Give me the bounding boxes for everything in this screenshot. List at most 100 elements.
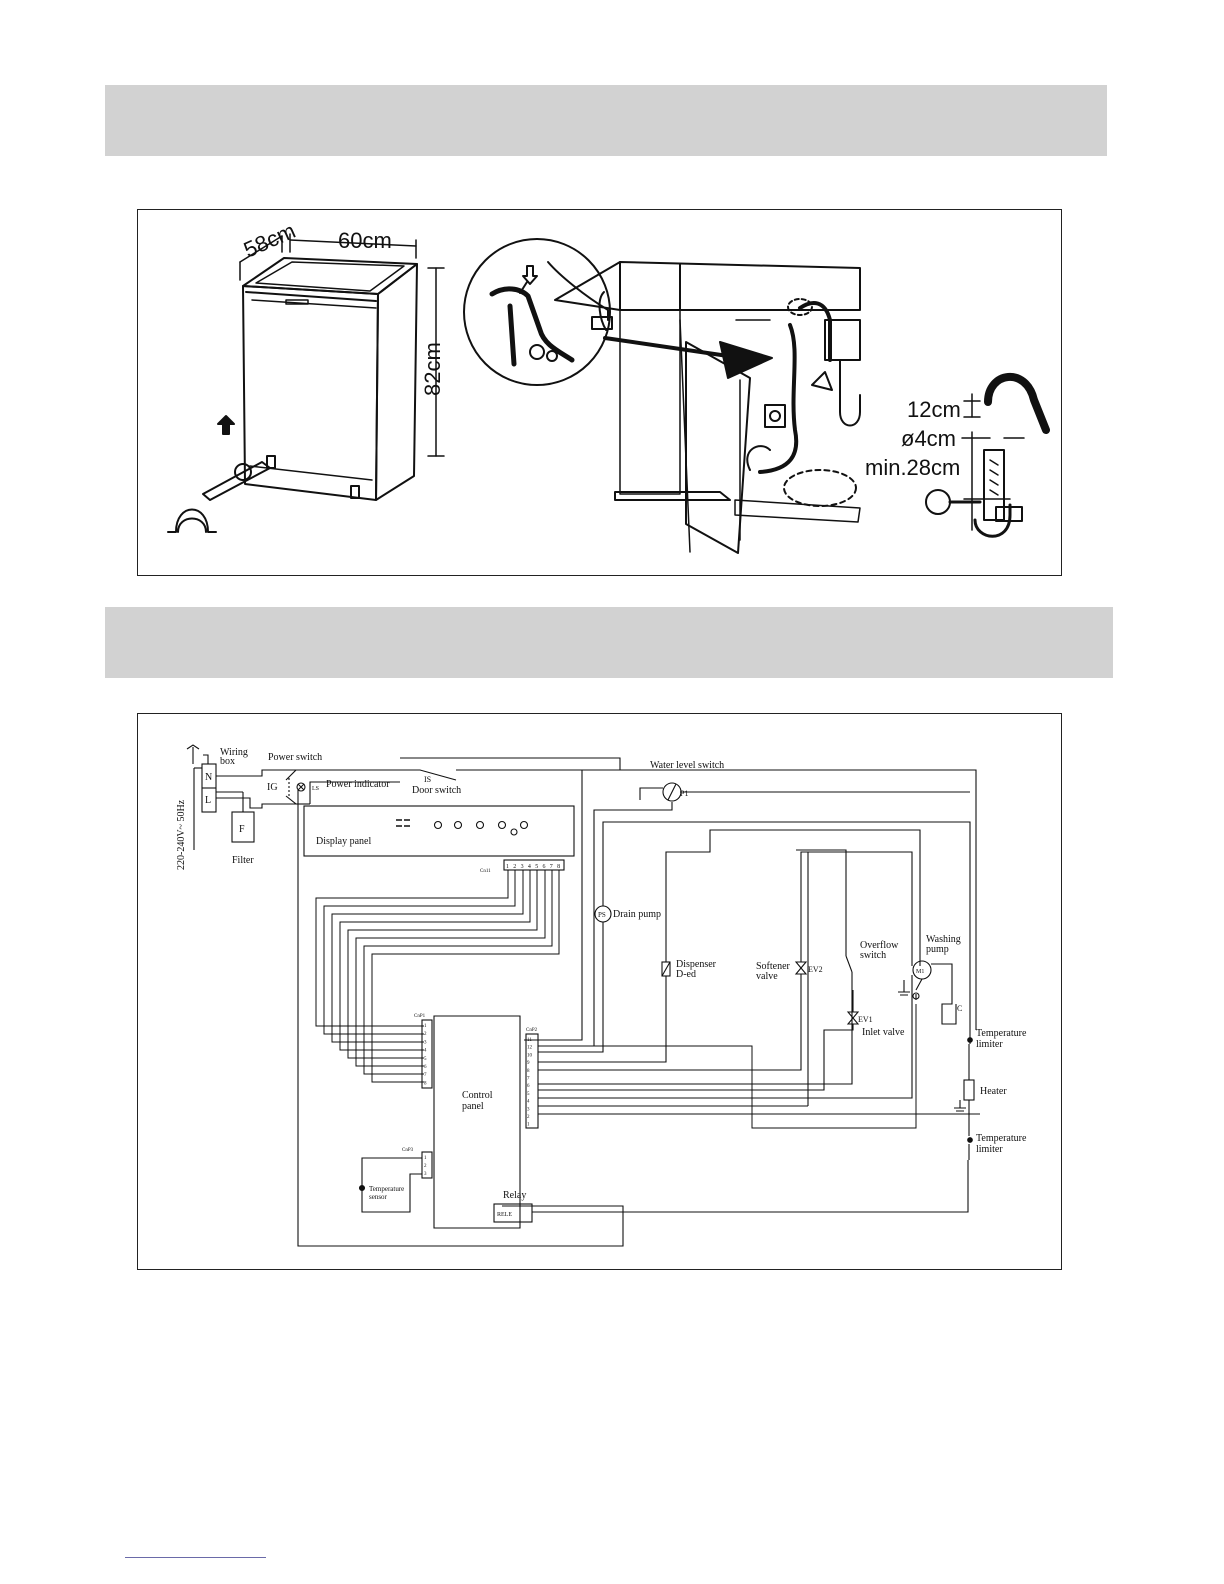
cnp2-label: CnP2 <box>526 1028 538 1033</box>
inlet-valve-label: Inlet valve <box>862 1027 905 1038</box>
hose-clip-icon <box>167 508 217 533</box>
power-switch-symbol <box>278 769 320 805</box>
cn11-pin: 5 <box>535 864 538 870</box>
temperature-limiter-top-label-1: Temperature <box>976 1028 1027 1039</box>
cnp3-pin: 3 <box>424 1172 427 1177</box>
cn11-pin: 2 <box>513 864 516 870</box>
display-panel-leds <box>396 819 529 836</box>
filter-symbol-label: F <box>239 824 245 835</box>
washing-pump-label-2: pump <box>926 944 949 955</box>
cn11-pin: 4 <box>528 864 531 870</box>
cnp1-pin: 2 <box>424 1032 427 1037</box>
dispenser-label-1: Dispenser <box>676 959 717 970</box>
drain-hose-detail <box>925 372 1050 538</box>
adjust-wrench-icon <box>202 415 271 501</box>
cnp2-pin: 3 <box>527 1107 530 1112</box>
cnp1-pin: 5 <box>424 1057 427 1062</box>
cnp2-pin: 2 <box>527 1115 530 1120</box>
cn11-pin: 6 <box>543 864 546 870</box>
wiring-box-label-1: Wiring <box>220 747 248 758</box>
cnp2-pin: 7 <box>527 1077 530 1082</box>
temperature-sensor-label-2: sensor <box>369 1193 388 1201</box>
cnp3-pin: 1 <box>424 1156 427 1161</box>
cnp2-pin: 10 <box>527 1053 533 1058</box>
width-dimension-label: 60cm <box>338 228 392 253</box>
power-indicator-label: Power indicator <box>326 779 390 790</box>
dishwasher-drawing <box>242 257 418 501</box>
relay-box-label: RELE <box>497 1212 512 1218</box>
cnp2-pin: 11 <box>527 1038 532 1043</box>
footer-rule <box>125 1557 266 1558</box>
section-header-band-1 <box>105 85 1107 156</box>
ig-label: IG <box>267 782 278 793</box>
detail-magnifier <box>463 238 613 386</box>
power-switch-label: Power switch <box>268 752 322 763</box>
hose-loop-dimension-label: 12cm <box>907 397 961 422</box>
cn11-pin: 1 <box>506 864 509 870</box>
relay-box <box>493 1203 533 1223</box>
ribbon-cable <box>315 870 560 1083</box>
terminal-n-label: N <box>205 772 212 783</box>
installation-figure-frame <box>137 209 1062 576</box>
overflow-switch-label-2: switch <box>860 950 886 961</box>
heater-label: Heater <box>980 1086 1007 1097</box>
hose-diameter-dimension-label: ø4cm <box>901 426 956 451</box>
ev2-label: EV2 <box>808 965 823 974</box>
filter-label: Filter <box>232 855 254 866</box>
cnp2-pin: 9 <box>527 1061 530 1066</box>
washing-pump-label-1: Washing <box>926 934 961 945</box>
cnp1-pin: 6 <box>424 1065 427 1070</box>
cnp2-pin: 5 <box>527 1092 530 1097</box>
p1-label: P1 <box>680 789 688 798</box>
temperature-limiter-bottom-label-2: limiter <box>976 1144 1003 1155</box>
water-level-switch-label: Water level switch <box>650 760 724 771</box>
cnp1-connector <box>421 1019 433 1089</box>
drain-height-dimension-label: min.28cm <box>865 455 960 480</box>
temperature-sensor-label-1: Temperature <box>369 1185 404 1193</box>
cnp2-pin: 6 <box>527 1084 530 1089</box>
cnp1-pin: 1 <box>424 1024 427 1029</box>
motor-symbol-label: M1 <box>916 969 924 975</box>
temperature-limiter-top-label-2: limiter <box>976 1039 1003 1050</box>
control-panel-label-2: panel <box>462 1101 484 1112</box>
section-header-band-2 <box>105 607 1113 678</box>
heater-symbol <box>963 1079 975 1101</box>
cnp1-pin: 8 <box>424 1081 427 1086</box>
control-panel-box <box>433 1015 521 1229</box>
control-panel-label-1: Control <box>462 1090 493 1101</box>
cnp2-connector <box>525 1033 539 1129</box>
dimension-lines <box>239 233 445 457</box>
is-label: IS <box>424 775 431 784</box>
display-panel-box <box>303 805 575 857</box>
cnp3-label: CnP3 <box>402 1148 414 1153</box>
cnp3-connector <box>421 1151 433 1179</box>
mains-supply-block <box>186 744 286 850</box>
inlet-valve-symbol <box>846 1011 860 1025</box>
cn11-label: Cn11 <box>480 869 491 874</box>
display-panel-label: Display panel <box>316 836 371 847</box>
terminal-l-label: L <box>205 795 211 806</box>
softener-valve-symbol <box>794 961 808 975</box>
door-switch-label: Door switch <box>412 785 461 796</box>
softener-valve-label-2: valve <box>756 971 778 982</box>
supply-voltage-label: 220-240V~ 50Hz <box>176 799 187 870</box>
cn11-pin: 8 <box>557 864 560 870</box>
wiring-box-label-2: box <box>220 756 235 767</box>
ls-label: LS <box>312 786 319 792</box>
cnp3-pin: 2 <box>424 1164 427 1169</box>
drain-pump-label: Drain pump <box>613 909 661 920</box>
overflow-switch-label-1: Overflow <box>860 940 899 951</box>
cnp1-pin: 7 <box>424 1073 427 1078</box>
cnp1-label: CnP1 <box>414 1014 426 1019</box>
cnp2-pin: 12 <box>527 1046 533 1051</box>
relay-label: Relay <box>503 1190 526 1201</box>
cnp2-pin: 8 <box>527 1069 530 1074</box>
dispenser-label-2: D-ed <box>676 969 696 980</box>
cnp2-pin: 1 <box>527 1123 530 1128</box>
ev1-label: EV1 <box>858 1015 873 1024</box>
drain-pump-symbol-label: PS <box>598 911 606 919</box>
height-dimension-label: 82cm <box>420 342 445 396</box>
cn11-pin: 3 <box>521 864 524 870</box>
